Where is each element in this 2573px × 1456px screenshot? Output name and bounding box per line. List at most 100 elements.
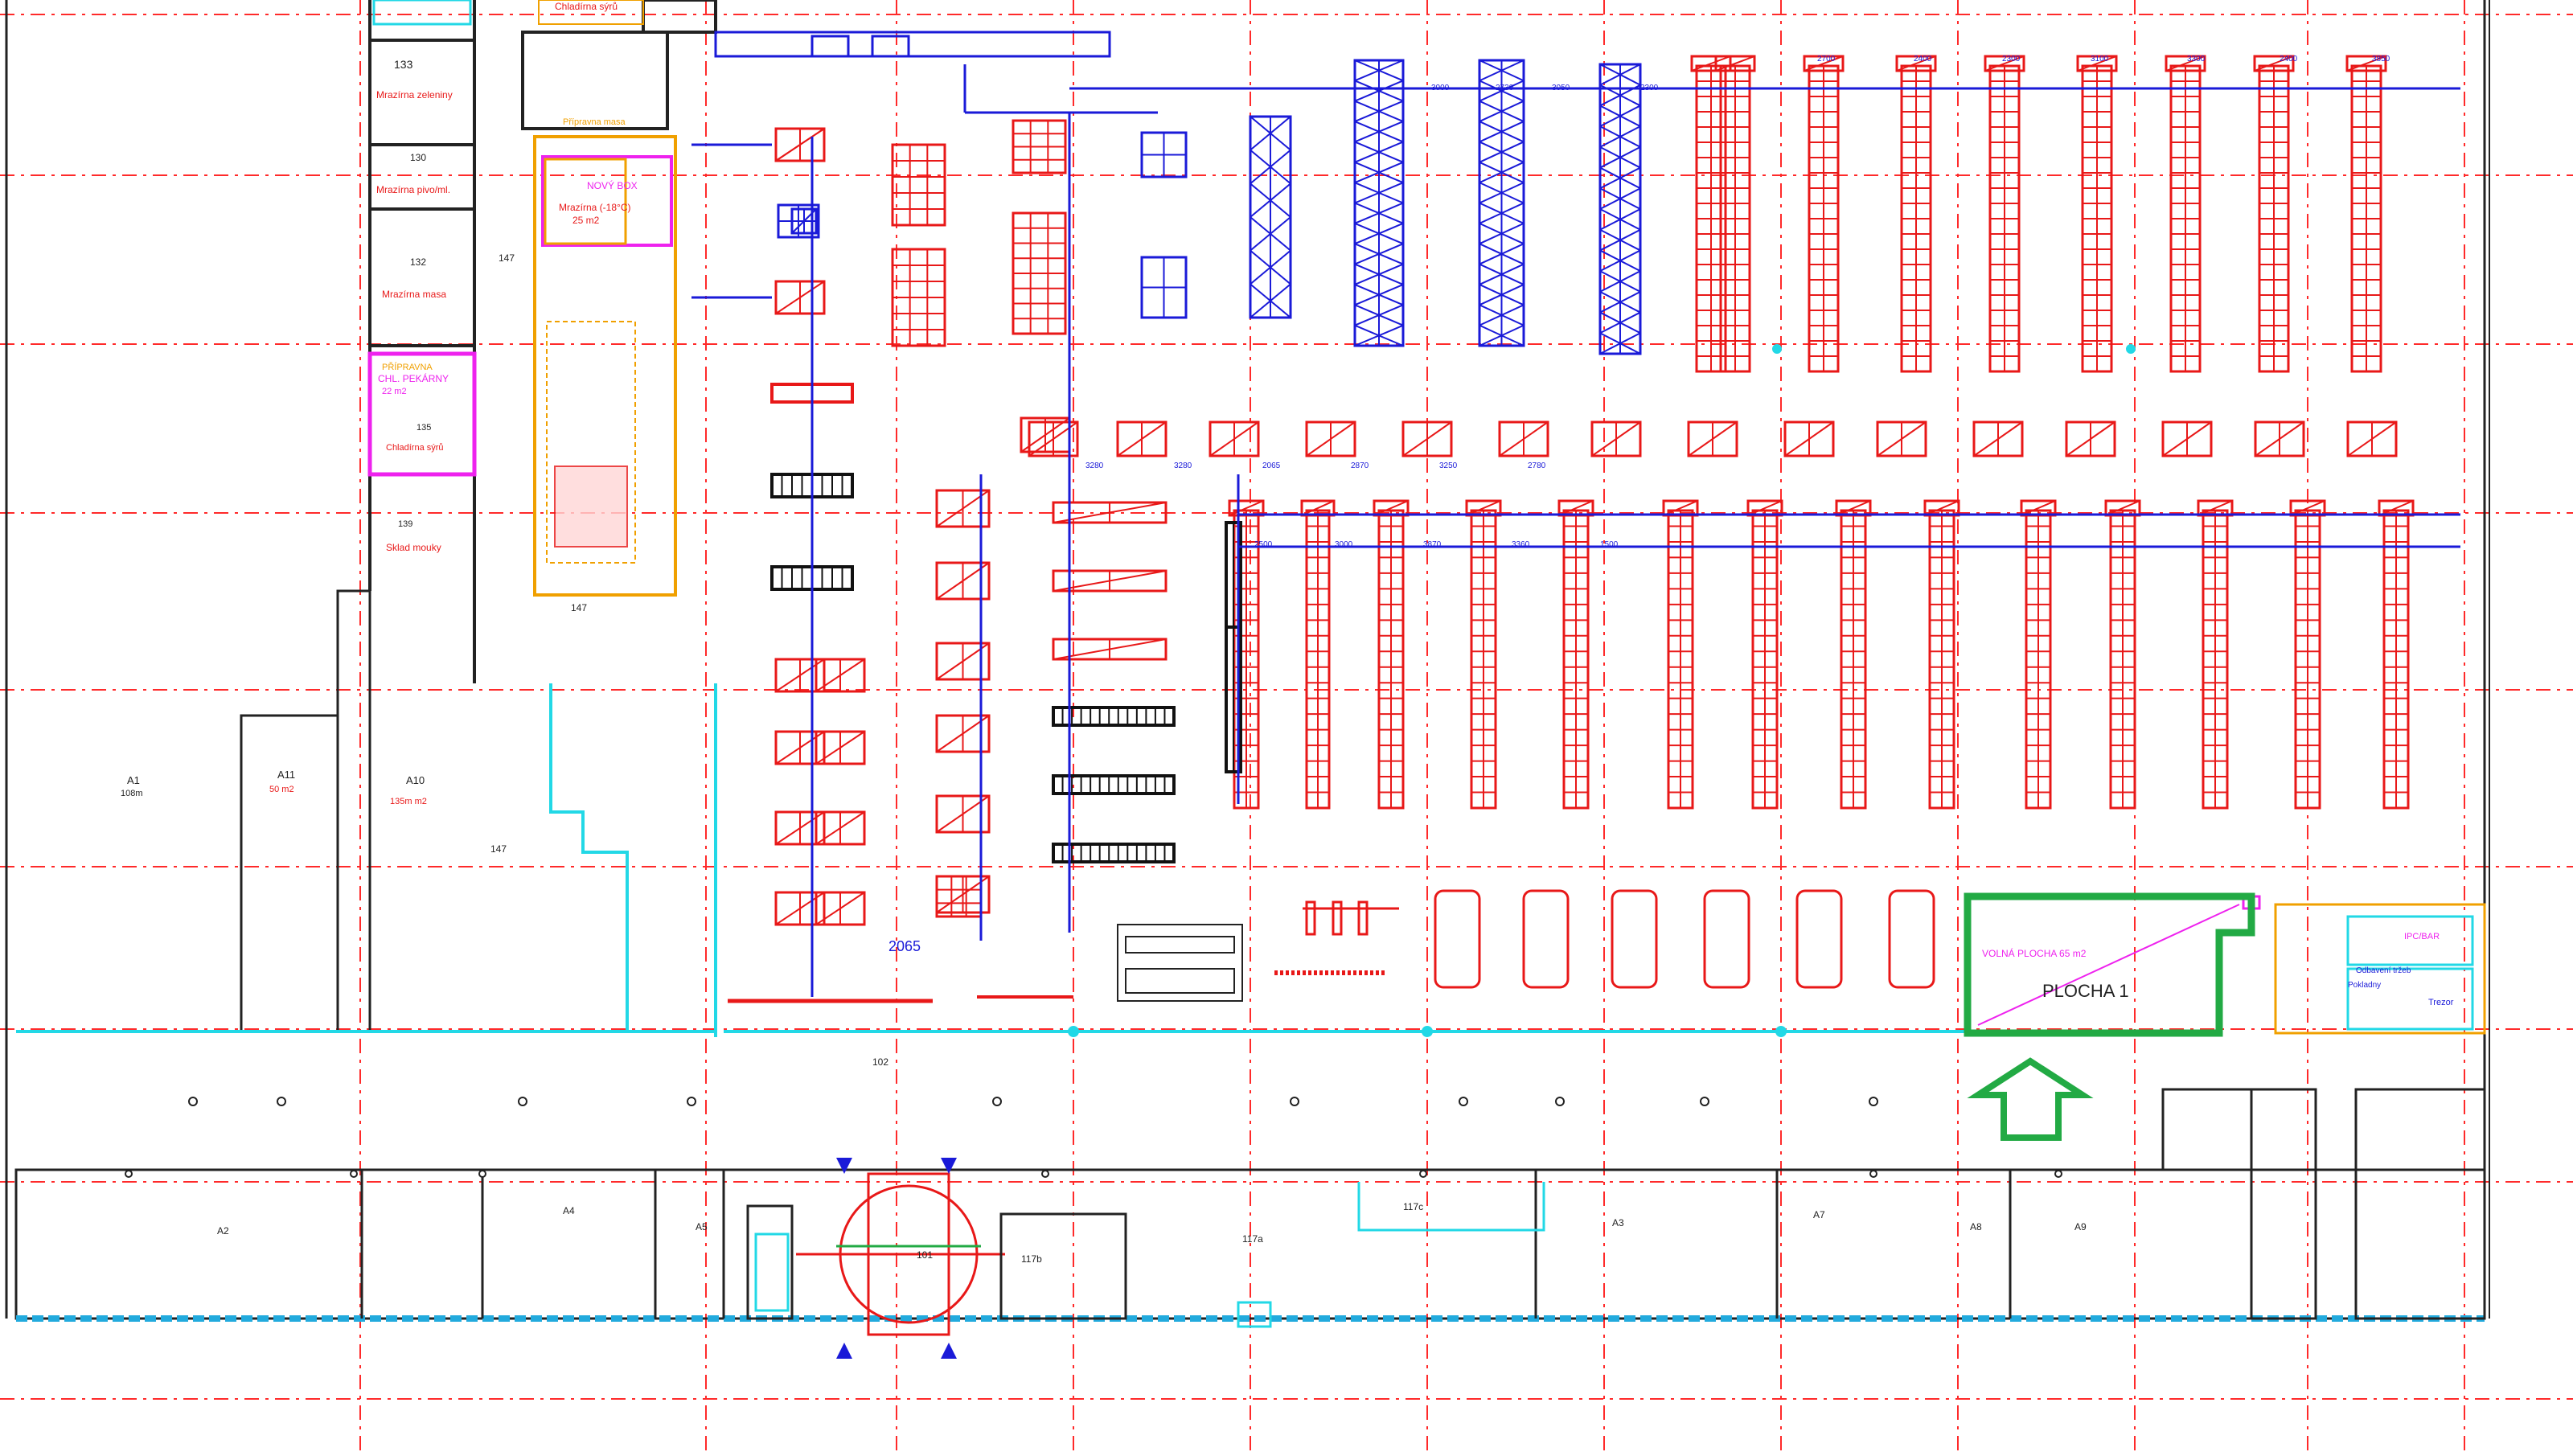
rack-stack [891, 143, 946, 227]
dimension-label: 3300 [2187, 55, 2206, 64]
pallet-box [1305, 420, 1356, 457]
rack-red [1803, 55, 1845, 373]
rack-red [2345, 55, 2387, 373]
room-label: Pokladny [2348, 981, 2381, 990]
rack-red [1923, 499, 1960, 810]
room-label: Mrazírna (-18°C) [559, 202, 630, 213]
room-label-mrazirna-zeleniny: Mrazírna zeleniny [376, 89, 453, 100]
pallet-box [2346, 420, 2398, 457]
unit-area: 108m [121, 789, 143, 798]
dimension-label: 2300 [2002, 55, 2021, 64]
rack-red [2165, 55, 2206, 373]
blue-conveyor [691, 31, 2460, 997]
column-marker [1555, 1097, 1565, 1106]
column-marker [992, 1097, 1002, 1106]
dimension-label: 2870 [1351, 461, 1369, 470]
bottom-rooms [360, 1088, 2486, 1320]
pallet-box [815, 810, 866, 846]
dimension-label: 2500 [1254, 540, 1273, 549]
pallet-box [774, 280, 826, 315]
dimension-label: 1500 [1600, 540, 1619, 549]
rack-red [1690, 55, 1732, 373]
pallet-box [1687, 420, 1738, 457]
room-number: 135 [417, 423, 431, 433]
dimension-label: 3000 [1335, 540, 1353, 549]
bakery-zone [533, 135, 677, 597]
rack-red [2076, 55, 2118, 373]
room-label-chl-pekarny: CHL. PEKÁRNY [378, 372, 449, 384]
column-marker [1041, 1170, 1049, 1178]
rack-red [2289, 499, 2326, 810]
rack-stack [935, 875, 983, 918]
rack-stack [1012, 119, 1067, 174]
rack-red [1714, 55, 1756, 373]
column-marker [1068, 1026, 1079, 1037]
room-number: 139 [398, 519, 412, 529]
pallet-box [1052, 638, 1167, 661]
column-marker [2054, 1170, 2062, 1178]
rack-red [2104, 499, 2141, 810]
rack-stack [1140, 131, 1188, 178]
room-number: 133 [394, 58, 413, 71]
rack-red [1465, 499, 1502, 810]
highlight-caption: VOLNÁ PLOCHA 65 m2 [1982, 947, 2087, 959]
entrance-lobby [796, 1172, 1005, 1336]
column-marker [1775, 1026, 1787, 1037]
room-label: Trezor [2428, 998, 2454, 1007]
unit-area: 135m m2 [390, 797, 427, 806]
dimension-label: 2700 [1817, 55, 1836, 64]
pallet-box [1972, 420, 2024, 457]
rack-red [2197, 499, 2234, 810]
pallet-box [2065, 420, 2116, 457]
unit-area: 50 m2 [269, 785, 294, 794]
rack-red [2253, 55, 2295, 373]
room-number: 147 [571, 602, 587, 613]
unit-label: A8 [1970, 1221, 1982, 1232]
column-marker [1419, 1170, 1427, 1178]
pallet-box [1052, 569, 1167, 593]
rack-red [1300, 499, 1336, 810]
room-label: Odbavení tržeb [2356, 966, 2411, 975]
pallet-box [1209, 420, 1260, 457]
dimension-label: 3850 [2372, 55, 2390, 64]
pallet-box [815, 658, 866, 693]
dimension-label: 3100 [2091, 55, 2109, 64]
dimension-label: 3250 [1439, 461, 1458, 470]
pallet-box [815, 891, 866, 926]
column-marker [518, 1097, 527, 1106]
rack-black [1052, 774, 1176, 795]
unit-label: A9 [2074, 1221, 2087, 1232]
rack-stack [810, 35, 850, 58]
up-arrow-icon [1967, 1057, 2094, 1141]
room-label: Přípravna masa [563, 117, 626, 127]
column-marker [1422, 1026, 1433, 1037]
unit-label: A5 [696, 1221, 708, 1232]
rack-black [1052, 843, 1176, 863]
room-label-mrazirna-masa: Mrazírna masa [382, 289, 446, 300]
column-marker [125, 1170, 133, 1178]
unit-label: A7 [1813, 1209, 1825, 1220]
room-number: 147 [499, 252, 515, 264]
rack-red [1373, 499, 1410, 810]
room-label: Chladírna sýrů [386, 443, 444, 453]
drive-gap-label: 2065 [888, 938, 921, 954]
rack-red [1835, 499, 1872, 810]
room-number: 117a [1242, 1233, 1263, 1245]
column-marker [277, 1097, 286, 1106]
room-label: Chladírna sýrů [555, 1, 618, 12]
rack-black [1225, 625, 1242, 773]
room-number: 117b [1021, 1253, 1042, 1265]
pallet-box [1401, 420, 1453, 457]
left-cold-rooms [368, 0, 717, 683]
rack-group-blue [1249, 59, 1642, 355]
room-number: 132 [410, 256, 426, 268]
dimension-label: 3870 [1423, 540, 1442, 549]
room-label: PŘÍPRAVNA [382, 362, 433, 372]
column-marker [1869, 1170, 1877, 1178]
chl-pekarny-room [367, 351, 477, 477]
rack-red [2020, 499, 2057, 810]
rack-group-red [770, 35, 2415, 926]
novy-box [541, 155, 673, 247]
